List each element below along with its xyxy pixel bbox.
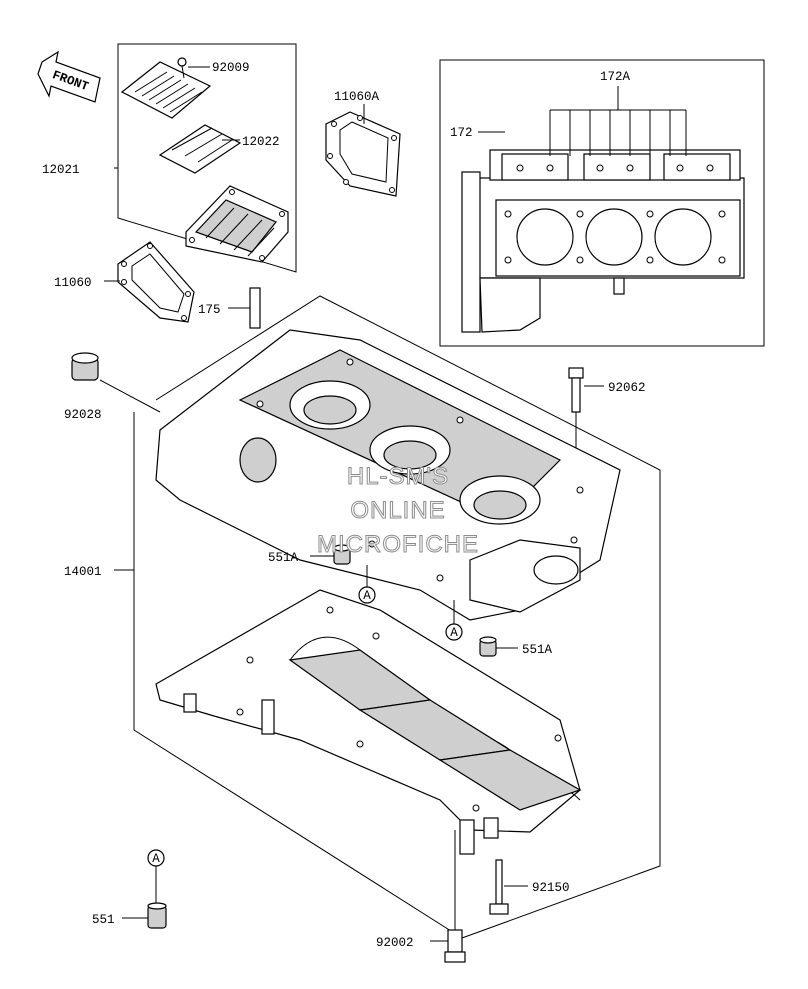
label-14001: 14001 <box>64 565 102 579</box>
label-92009: 92009 <box>212 61 250 75</box>
watermark-line-1: HL-SM'S <box>347 463 449 490</box>
reference-marker-a-3: A <box>147 849 165 867</box>
dowel-pin-551A-right-part <box>479 636 518 657</box>
label-551A-left: 551A <box>268 551 299 565</box>
reed-petal-part <box>158 124 242 174</box>
label-92062: 92062 <box>608 381 646 395</box>
assembly-frame <box>114 167 661 939</box>
watermark: HL-SM'S ONLINE MICROFICHE <box>317 463 479 559</box>
label-92002: 92002 <box>376 936 414 950</box>
label-92150: 92150 <box>532 881 570 895</box>
bushing-92028-part <box>71 352 161 413</box>
label-172A: 172A <box>600 70 631 84</box>
bolt-92002-part <box>430 830 466 963</box>
bolt-92150-part <box>489 859 528 915</box>
gasket-11060-part <box>117 241 195 323</box>
label-11060A: 11060A <box>334 90 380 104</box>
label-12022: 12022 <box>242 135 280 149</box>
watermark-line-3: MICROFICHE <box>317 531 479 558</box>
label-551A-right: 551A <box>522 643 553 657</box>
leader-lines <box>104 66 365 282</box>
label-172: 172 <box>450 126 473 140</box>
reed-valve-group <box>117 43 297 273</box>
label-551: 551 <box>92 913 115 927</box>
stud-175-part <box>228 287 261 329</box>
screw-92009-part <box>177 57 187 79</box>
reference-marker-text: A <box>152 852 160 866</box>
label-11060: 11060 <box>54 276 92 290</box>
reference-marker-a-2: A <box>445 600 463 641</box>
dowel-pin-551A-left-part <box>310 544 351 565</box>
front-arrow-icon: FRONT <box>37 50 101 103</box>
crankcase-top-view-group <box>439 59 765 347</box>
reed-stopper-part <box>120 61 212 119</box>
reference-marker-text: A <box>450 626 458 640</box>
lower-crankcase-part <box>155 589 582 855</box>
reed-block-part <box>185 185 289 263</box>
label-175: 175 <box>198 303 221 317</box>
reference-marker-text: A <box>363 589 371 603</box>
reference-marker-a-1: A <box>358 565 376 604</box>
upper-crankcase-part <box>155 329 621 621</box>
label-12021: 12021 <box>42 163 80 177</box>
watermark-line-2: ONLINE <box>350 497 445 524</box>
gasket-11060A-part <box>325 111 401 197</box>
dowel-pin-551-part <box>122 866 167 929</box>
label-92028: 92028 <box>64 408 102 422</box>
bolt-92062-part <box>568 367 604 480</box>
